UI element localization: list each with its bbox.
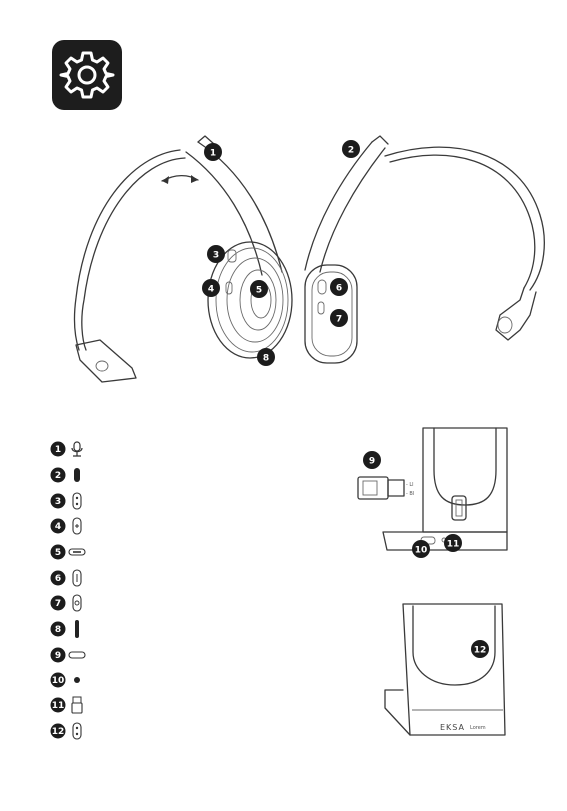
callout-dongle: 9 <box>363 451 381 469</box>
callout-dock-10: 11 <box>444 534 462 552</box>
callout-number: 10 <box>415 546 428 556</box>
usb-dongle: - Ll - Bl <box>358 477 414 499</box>
legend-item-11: 11 <box>51 697 83 713</box>
callout-number: 8 <box>263 354 269 364</box>
callout-number: 11 <box>447 540 460 550</box>
callout-number: 4 <box>208 285 214 295</box>
plus-button-icon <box>73 518 81 534</box>
legend-item-2: 2 <box>51 468 81 483</box>
callout-number: 1 <box>210 149 216 159</box>
brand-logo: EKSA <box>440 723 465 732</box>
callout-headset-5: 5 <box>250 280 268 298</box>
callout-number: 7 <box>336 315 342 325</box>
microphone-icon <box>72 442 82 456</box>
legend-item-12: 12 <box>51 723 82 739</box>
callout-headset-2: 2 <box>342 140 360 158</box>
dongle-label: - Ll <box>406 482 414 488</box>
callout-number: 5 <box>256 286 262 296</box>
legend-item-6: 6 <box>51 570 82 586</box>
charging-dock-rear <box>383 428 507 550</box>
callout-headset-8: 8 <box>257 348 275 366</box>
callout-number: 12 <box>474 646 487 656</box>
settings-tile[interactable] <box>52 40 122 110</box>
legend-item-4: 4 <box>51 518 82 534</box>
callout-number: 9 <box>369 457 375 467</box>
legend-item-1: 1 <box>51 442 83 457</box>
callout-headset-1: 1 <box>204 143 222 161</box>
callout-number: 6 <box>336 284 342 294</box>
legend-number: 8 <box>55 625 61 635</box>
callout-headset-7: 7 <box>330 309 348 327</box>
callout-headset-3: 3 <box>207 245 225 263</box>
legend-item-3: 3 <box>51 493 82 509</box>
callout-number: 3 <box>213 251 219 261</box>
legend-item-7: 7 <box>51 595 82 611</box>
two-dot-button-icon <box>73 493 81 509</box>
legend-item-10: 10 <box>51 673 81 688</box>
callout-number: 2 <box>348 146 354 156</box>
callout-dock-12: 12 <box>471 640 489 658</box>
legend-number: 3 <box>55 497 61 507</box>
usb-dongle-icon <box>72 697 82 713</box>
bar-icon <box>74 468 80 482</box>
headset-right-view <box>305 136 544 363</box>
legend-number: 11 <box>52 701 65 711</box>
indicator-dot-icon <box>74 677 80 683</box>
legend-number: 7 <box>55 599 61 609</box>
long-bar-icon <box>75 620 79 638</box>
legend-number: 9 <box>55 651 61 661</box>
legend-number: 2 <box>55 471 61 481</box>
callout-headset-4: 4 <box>202 279 220 297</box>
legend-number: 12 <box>52 727 65 737</box>
legend-number: 10 <box>52 676 65 686</box>
legend-number: 4 <box>55 522 61 532</box>
usb-c-port-icon <box>69 549 85 555</box>
legend-item-5: 5 <box>51 545 86 560</box>
charging-dock-front: EKSA Lorem <box>385 604 505 735</box>
headset-left-view <box>75 136 292 382</box>
legend-item-9: 9 <box>51 648 86 663</box>
two-dot-button-icon <box>73 723 81 739</box>
callout-dock-9: 10 <box>412 540 430 558</box>
slot-button-icon <box>73 570 81 586</box>
power-button-icon <box>73 595 81 611</box>
port-icon <box>69 652 85 658</box>
callout-headset-6: 6 <box>330 278 348 296</box>
dongle-label: - Bl <box>406 491 414 497</box>
legend-number: 6 <box>55 574 61 584</box>
legend-number: 1 <box>55 445 61 455</box>
legend-item-8: 8 <box>51 620 80 638</box>
brand-sub: Lorem <box>470 725 486 731</box>
legend-number: 5 <box>55 548 61 558</box>
